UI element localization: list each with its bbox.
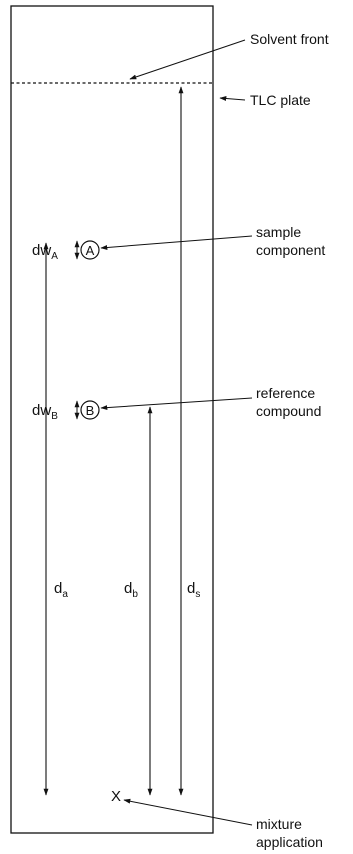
solvent-front-leader [129,39,246,80]
origin-mark: X [111,788,121,805]
sample-component-label-line2: component [256,242,325,258]
reference-compound-label-line1: reference [256,385,315,401]
spot-a [80,240,100,260]
sample-component-leader [100,235,253,250]
tlc-plate-label: TLC plate [250,92,311,108]
dw-b-label: dwB [32,402,58,422]
db-label: db [124,580,138,600]
spot-b-letter: B [86,403,95,418]
tlc-plate [10,5,214,834]
reference-compound-leader [100,397,253,411]
da-label: da [54,580,68,600]
mixture-application-leader [123,798,253,826]
mixture-application-label-line2: application [256,834,323,850]
sample-component-label-line1: sample [256,224,301,240]
spot-b [80,400,100,420]
solvent-front-label: Solvent front [250,31,329,47]
reference-compound-label-line2: compound [256,403,321,419]
dw-a-label: dwA [32,242,58,262]
mixture-application-label-line1: mixture [256,816,302,832]
ds-label: ds [187,580,200,600]
spot-a-letter: A [86,243,95,258]
tlc-plate-leader [219,96,246,101]
